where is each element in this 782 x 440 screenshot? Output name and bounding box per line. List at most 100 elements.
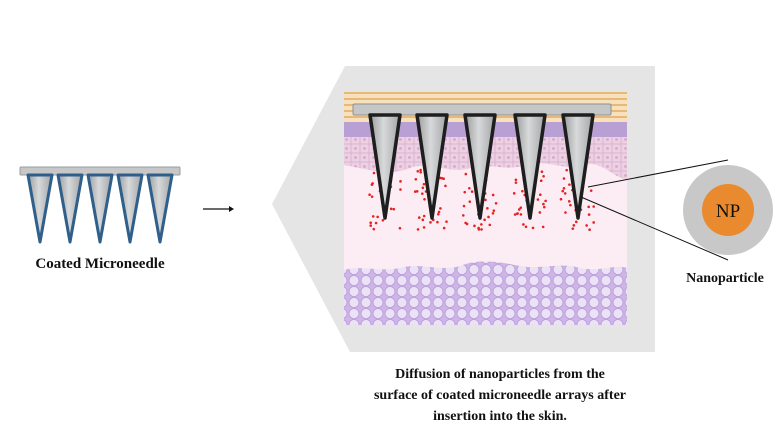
nanoparticle-dot — [569, 203, 572, 207]
inserted-microneedle — [415, 113, 449, 220]
nanoparticle-dot — [536, 198, 540, 201]
nanoparticle-dot — [398, 226, 402, 230]
skin-cross-section — [344, 92, 627, 325]
nanoparticle-dot — [468, 186, 471, 190]
caption-line: insertion into the skin. — [433, 409, 567, 424]
caption-line: surface of coated microneedle arrays aft… — [373, 388, 627, 403]
nanoparticle-dot — [587, 205, 590, 209]
nanoparticle-dot — [544, 199, 547, 203]
nanoparticle-dot — [571, 227, 575, 230]
nanoparticle-dot — [421, 186, 425, 190]
coated-microneedle-array — [19, 166, 181, 244]
microneedle — [86, 173, 114, 244]
nanoparticle-dot — [563, 192, 567, 195]
nanoparticle-dot — [541, 225, 545, 229]
nanoparticle-dot — [419, 168, 422, 172]
nanoparticle-dot — [517, 208, 521, 211]
nanoparticle-dot — [440, 176, 444, 180]
nanoparticle-dot — [422, 182, 426, 186]
nanoparticle-dot — [542, 205, 546, 209]
nanoparticle-dot — [513, 213, 517, 216]
nanoparticle-dot — [483, 218, 486, 222]
nanoparticle-dot — [369, 221, 372, 225]
nanoparticle-dot — [484, 198, 487, 202]
coated-microneedle-label: Coated Microneedle — [35, 256, 165, 272]
nanoparticle-dot — [416, 228, 420, 231]
nanoparticle-dot — [463, 190, 467, 194]
nanoparticle-dot — [437, 212, 440, 216]
nanoparticle-dot — [392, 207, 396, 211]
inserted-microneedle — [368, 113, 402, 220]
microneedle — [116, 173, 144, 244]
nanoparticle-dot — [376, 215, 379, 219]
nanoparticle-dot — [561, 189, 565, 193]
nanoparticle-dot — [465, 222, 469, 226]
nanoparticle-dot — [491, 193, 495, 197]
callout-line-bottom — [580, 196, 729, 261]
nanoparticle-dot — [415, 190, 419, 193]
nanoparticle-dot — [519, 213, 523, 216]
nanoparticle-dot — [371, 215, 375, 218]
nanoparticle-dot — [488, 223, 492, 227]
nanoparticle-dot — [422, 226, 426, 229]
nanoparticle-dot — [567, 200, 571, 203]
nanoparticle-dot — [540, 170, 544, 174]
nanoparticle-dot — [370, 195, 374, 198]
nanoparticle-illustration: NP — [683, 165, 773, 255]
nanoparticle-dot — [371, 182, 374, 185]
nanoparticle-dot — [514, 178, 518, 182]
nanoparticle-dot — [542, 174, 545, 178]
nanoparticle-dot — [522, 223, 525, 226]
nanoparticle-label: Nanoparticle — [686, 271, 764, 286]
nanoparticle-dot — [422, 214, 426, 218]
nanoparticle-dot — [369, 224, 373, 227]
nanoparticle-dot — [562, 177, 566, 180]
arrow-icon — [203, 206, 234, 212]
nanoparticle-dot — [389, 207, 393, 211]
nanoparticle-dot — [399, 180, 402, 183]
nanoparticle-dot — [477, 228, 481, 231]
nanoparticle-dot — [486, 207, 489, 210]
nanoparticle-dot — [421, 192, 424, 195]
nanoparticle-dot — [437, 210, 441, 214]
nanoparticle-dot — [562, 187, 566, 190]
nanoparticle-dot — [429, 221, 432, 224]
nanoparticle-dot — [439, 207, 442, 210]
subcutaneous-fat-layer — [344, 261, 627, 325]
nanoparticle-dot — [592, 221, 595, 224]
nanoparticle-dot — [564, 211, 567, 214]
nanoparticle-dot — [565, 168, 568, 172]
nanoparticle-dot — [444, 184, 447, 188]
nanoparticle-dot — [491, 212, 495, 215]
nanoparticle-dot — [519, 206, 523, 209]
nanoparticle-dot — [464, 172, 468, 176]
nanoparticle-dot — [492, 209, 496, 212]
microneedle — [26, 173, 54, 244]
nanoparticle-dot — [416, 169, 420, 173]
nanoparticle-dot — [468, 200, 472, 203]
nanoparticle-dot — [539, 179, 543, 183]
nanoparticle-dot — [531, 226, 535, 230]
inserted-microneedle — [561, 113, 595, 220]
microneedle — [56, 173, 84, 244]
nanoparticle-dot — [399, 188, 402, 191]
nanoparticle-dot — [559, 197, 563, 201]
nanoparticle-dot — [414, 177, 418, 181]
inserted-microneedle — [463, 113, 497, 220]
nanoparticle-dot — [374, 221, 378, 225]
nanoparticle-dot — [538, 193, 542, 197]
nanoparticle-dot — [514, 181, 518, 184]
nanoparticle-dot — [372, 171, 376, 175]
nanoparticle-dot — [462, 204, 466, 208]
nanoparticle-dot — [470, 190, 474, 193]
nanoparticle-dot — [521, 189, 524, 193]
nanoparticle-dot — [487, 215, 490, 219]
nanoparticle-dot — [592, 205, 595, 208]
microneedle — [146, 173, 174, 244]
nanoparticle-dot — [512, 192, 516, 195]
nanoparticle-dot — [524, 225, 528, 229]
nanoparticle-core — [702, 184, 754, 236]
nanoparticle-dot — [538, 211, 542, 214]
nanoparticle-dot — [421, 218, 425, 222]
